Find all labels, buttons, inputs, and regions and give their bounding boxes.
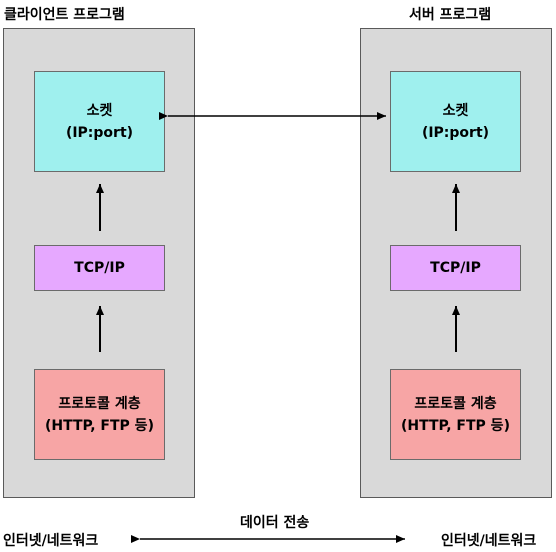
data-transfer-label: 데이터 전송 [240, 515, 310, 531]
client-protocol-label: 프로토콜 계층 [58, 395, 141, 412]
server-socket-box: 소켓 (IP:port) [390, 71, 521, 172]
client-socket-label: 소켓 [86, 102, 113, 119]
client-socket-box: 소켓 (IP:port) [34, 71, 165, 172]
server-socket-address: (IP:port) [421, 124, 490, 141]
client-program-title: 클라이언트 프로그램 [4, 7, 125, 23]
server-protocol-examples: (HTTP, FTP 등) [401, 417, 510, 434]
client-network-label: 인터넷/네트워크 [3, 533, 99, 549]
server-network-label: 인터넷/네트워크 [441, 533, 537, 549]
client-socket-address: (IP:port) [65, 124, 134, 141]
client-tcpip-box: TCP/IP [34, 245, 165, 291]
server-protocol-box: 프로토콜 계층 (HTTP, FTP 등) [390, 369, 521, 460]
server-socket-label: 소켓 [442, 102, 469, 119]
server-program-title: 서버 프로그램 [409, 7, 492, 23]
client-tcpip-label: TCP/IP [74, 260, 125, 276]
server-protocol-label: 프로토콜 계층 [414, 395, 497, 412]
server-tcpip-label: TCP/IP [430, 260, 481, 276]
server-tcpip-box: TCP/IP [390, 245, 521, 291]
client-protocol-box: 프로토콜 계층 (HTTP, FTP 등) [34, 369, 165, 460]
client-protocol-examples: (HTTP, FTP 등) [45, 417, 154, 434]
